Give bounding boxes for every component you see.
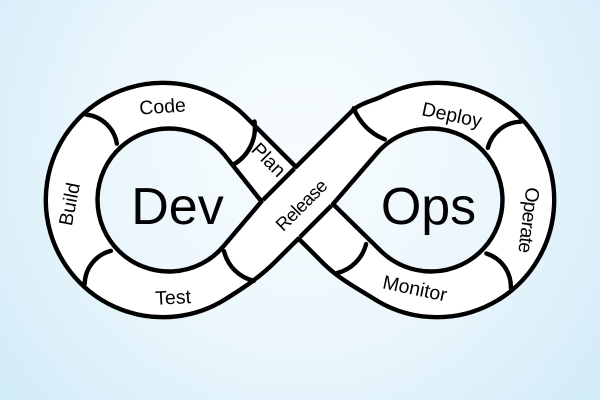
svg-text:Test: Test	[155, 286, 192, 310]
svg-text:Dev: Dev	[131, 178, 223, 236]
svg-text:Code: Code	[139, 94, 187, 119]
svg-text:Ops: Ops	[381, 178, 476, 236]
